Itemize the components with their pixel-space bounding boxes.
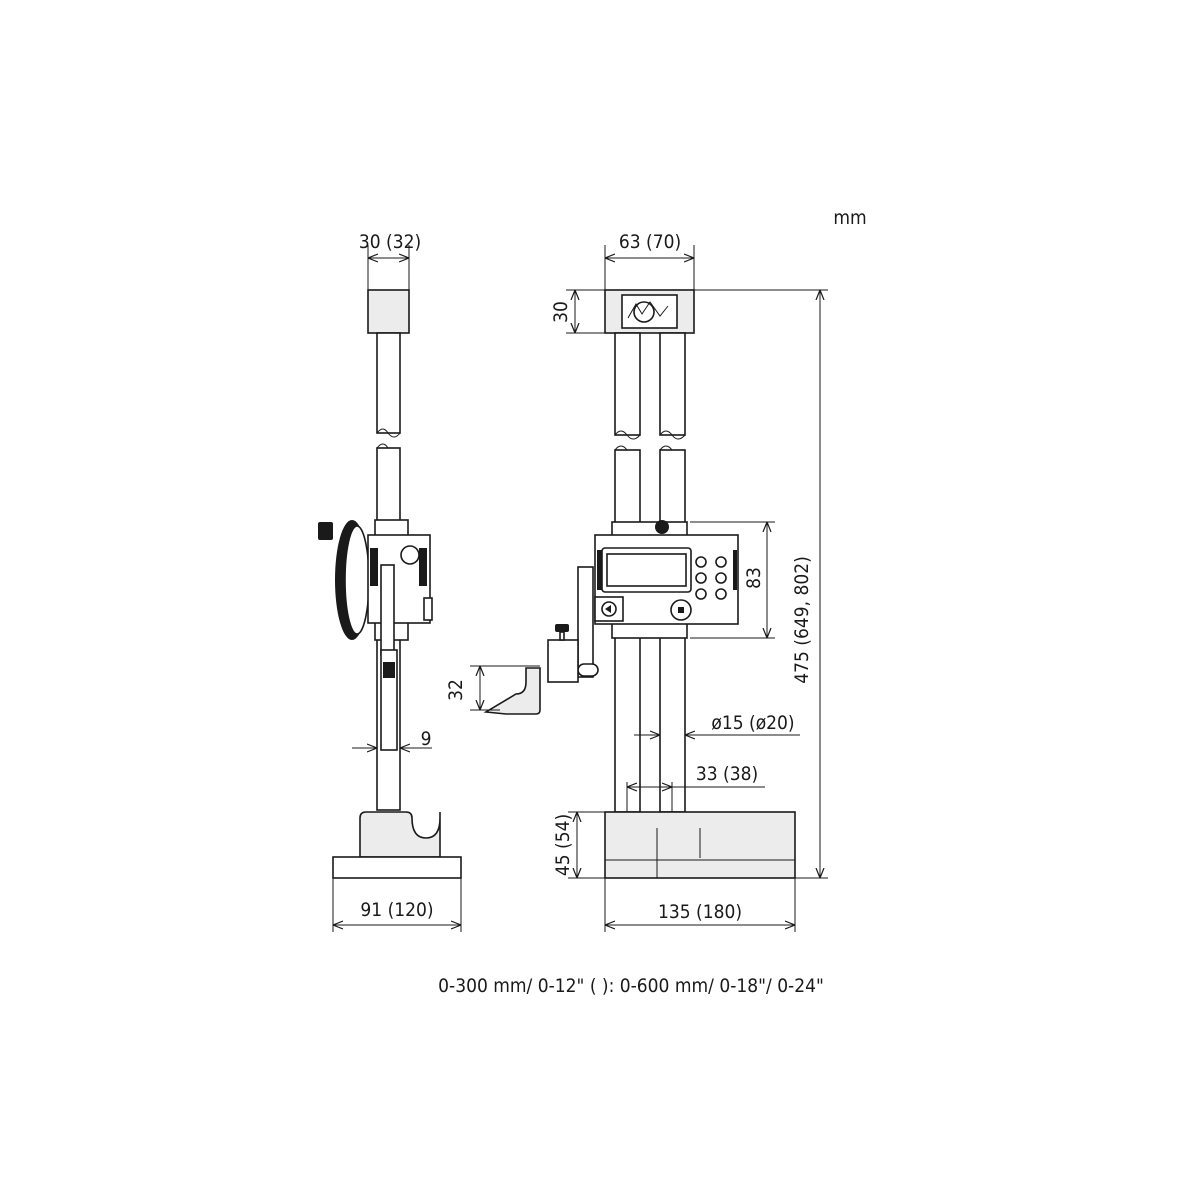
side-top-cap (367, 289, 410, 334)
front-dimensions: 63 (70) 30 475 (649, 802) 83 32 ø15 (ø20… (445, 231, 828, 932)
scriber-thickness-label: 9 (421, 728, 432, 750)
footer-note: 0-300 mm/ 0-12" ( ): 0-600 mm/ 0-18"/ 0-… (438, 975, 824, 997)
scriber (483, 667, 541, 715)
total-height-label: 475 (649, 802) (791, 556, 813, 683)
side-dimensions: 30 (32) 9 91 (120) (332, 231, 462, 932)
scriber-height-label: 32 (445, 679, 467, 701)
feed-knob (318, 522, 333, 540)
column-diameter-label: ø15 (ø20) (711, 712, 794, 734)
slider-height-label: 83 (743, 567, 765, 589)
side-view (318, 289, 462, 879)
lcd-display (606, 553, 687, 587)
column-spacing-label: 33 (38) (696, 763, 758, 785)
side-column-upper (376, 332, 401, 434)
side-top-width-label: 30 (32) (359, 231, 421, 253)
scriber-clamp (547, 639, 579, 683)
front-column-left (614, 332, 641, 436)
front-column-right (659, 332, 686, 436)
scriber-bracket (577, 566, 594, 678)
side-base-foot (332, 856, 462, 879)
front-view (483, 289, 796, 879)
function-buttons (695, 556, 727, 600)
front-top-width-label: 63 (70) (619, 231, 681, 253)
front-base-width-label: 135 (180) (658, 901, 742, 923)
side-base-width-label: 91 (120) (360, 899, 433, 921)
side-base (359, 811, 441, 858)
unit-label: mm (833, 207, 866, 229)
top-height-label: 30 (550, 301, 572, 323)
base-height-label: 45 (54) (552, 814, 574, 876)
